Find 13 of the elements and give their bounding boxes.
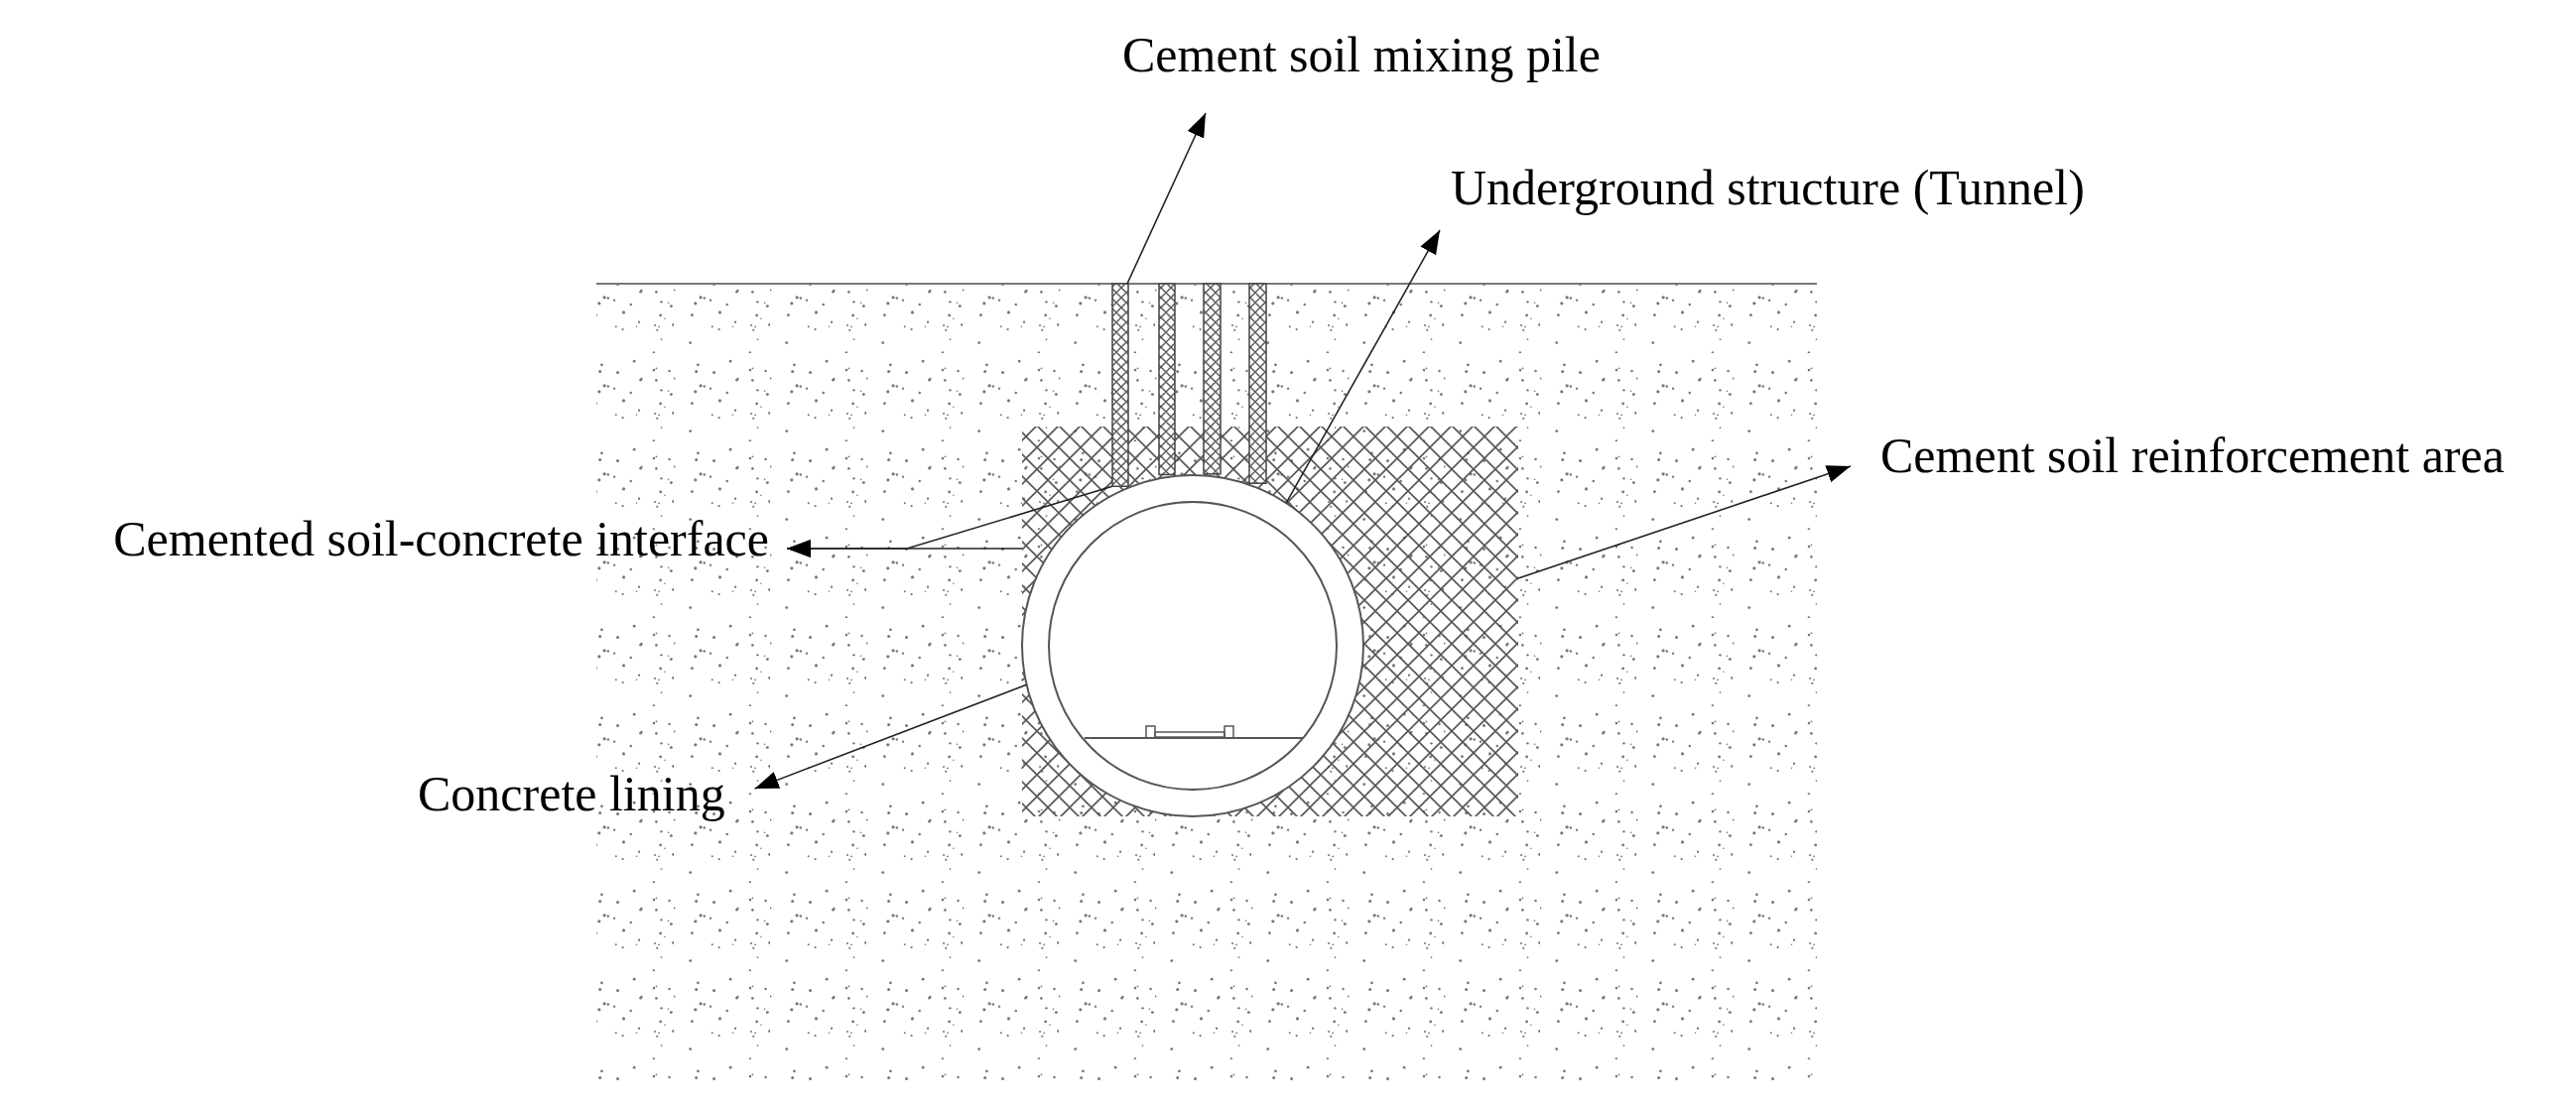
leader-line bbox=[1517, 465, 1852, 579]
leader-line bbox=[1285, 229, 1441, 504]
mixing-pile bbox=[1158, 283, 1176, 476]
mixing-pile bbox=[1203, 283, 1222, 475]
callout-label: Cement soil reinforcement area bbox=[1880, 427, 2505, 484]
leader-line bbox=[1126, 112, 1207, 285]
mixing-pile bbox=[1248, 283, 1267, 484]
mixing-pile bbox=[1111, 283, 1129, 487]
callout-label: Cemented soil-concrete interface bbox=[113, 510, 769, 567]
callout-label: Cement soil mixing pile bbox=[1122, 26, 1601, 83]
callout-label: Underground structure (Tunnel) bbox=[1451, 159, 2085, 216]
leader-line bbox=[753, 683, 1028, 790]
callout-label: Concrete lining bbox=[418, 765, 725, 822]
